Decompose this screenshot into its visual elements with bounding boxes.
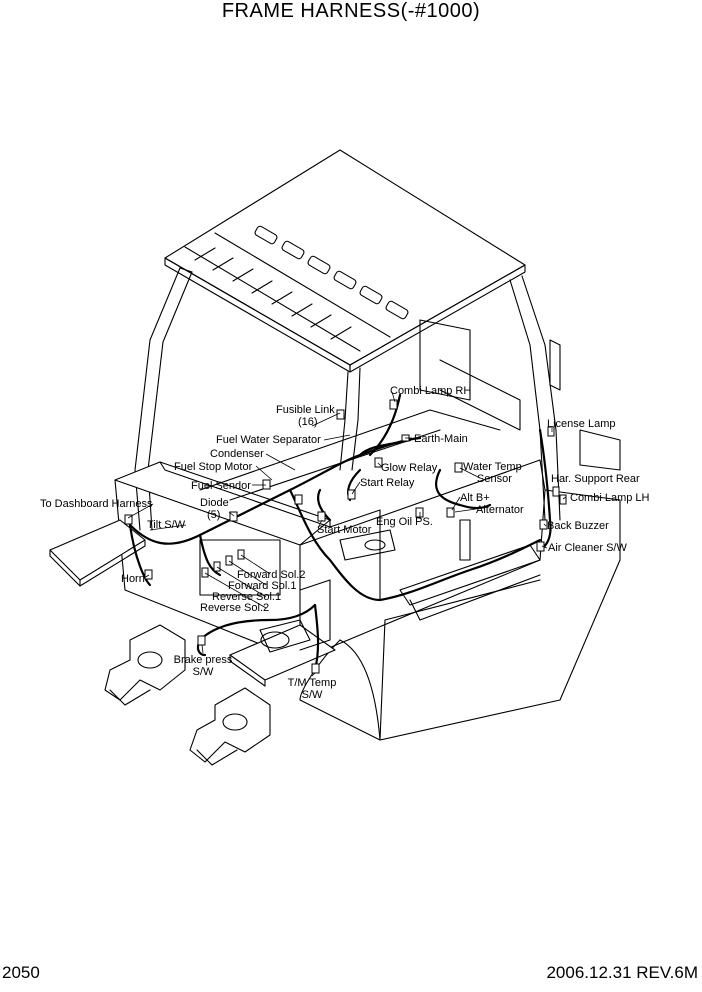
label-glow-relay: Glow Relay	[381, 462, 438, 474]
label-combi-lamp-lh: Combi Lamp LH	[570, 492, 650, 504]
connectors	[124, 399, 567, 674]
label-brake-press-line2: S/W	[192, 666, 214, 678]
label-water-temp-sensor-line2: Sensor	[477, 473, 512, 485]
label-fuel-sendor: Fuel Sendor	[191, 480, 251, 492]
drive-axle	[259, 579, 331, 653]
label-fusible-link-qty: (16)	[298, 416, 318, 428]
label-combi-lamp-rh: Combi Lamp RH	[390, 385, 472, 397]
label-water-temp-sensor-line1: Water Temp	[463, 461, 522, 473]
page-number: 2050	[2, 963, 40, 982]
label-tilt-sw: Tilt S/W	[147, 519, 186, 531]
label-fusible-link: Fusible Link	[276, 404, 335, 416]
label-diode: Diode	[200, 497, 229, 509]
label-forward-sol2: Forward Sol.2	[237, 569, 306, 581]
counterweight	[299, 429, 621, 741]
step-plates	[49, 519, 336, 687]
front-pillars	[134, 267, 361, 531]
leader-lines	[127, 391, 567, 677]
label-eng-oil-ps: Eng Oil PS.	[376, 516, 433, 528]
label-tm-temp-line2: S/W	[301, 689, 323, 701]
label-alt-b-plus: Alt B+	[460, 492, 490, 504]
diagram-title: FRAME HARNESS(-#1000)	[221, 0, 481, 22]
label-reverse-sol1: Reverse Sol.1	[212, 591, 282, 603]
label-horn: Horn	[121, 573, 145, 585]
revision-date: 2006.12.31 REV.6M	[546, 963, 698, 982]
label-to-dashboard-harness: To Dashboard Harness	[40, 498, 153, 510]
label-reverse-sol2: Reverse Sol.2	[200, 602, 270, 614]
label-start-motor: Start Motor	[317, 524, 372, 536]
label-fuel-water-separator: Fuel Water Separator	[216, 434, 321, 446]
label-start-relay: Start Relay	[360, 477, 415, 489]
label-fuel-stop-motor: Fuel Stop Motor	[174, 461, 253, 473]
label-license-lamp: License Lamp	[547, 418, 616, 430]
label-brake-press-line1: Brake press	[173, 654, 233, 666]
label-diode-qty: (5)	[207, 509, 221, 521]
label-air-cleaner-sw: Air Cleaner S/W	[548, 542, 627, 554]
label-har-support-rear: Har. Support Rear	[551, 473, 640, 485]
label-alternator: Alternator	[476, 504, 524, 516]
label-condenser: Condenser	[210, 448, 264, 460]
label-earth-main: Earth-Main	[414, 433, 468, 445]
label-tm-temp-line1: T/M Temp	[287, 677, 337, 689]
label-back-buzzer: Back Buzzer	[547, 520, 609, 532]
label-forward-sol1: Forward Sol.1	[228, 580, 297, 592]
overhead-guard-roof	[164, 149, 526, 373]
mast-brackets	[104, 624, 271, 766]
